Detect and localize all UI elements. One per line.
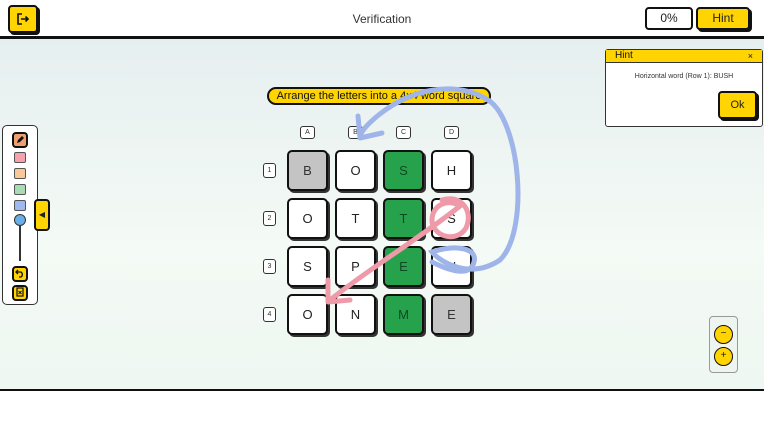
pencil-tool-button[interactable] <box>12 132 28 148</box>
top-bar: Verification 0% Hint <box>0 0 764 39</box>
ok-button[interactable]: Ok <box>718 91 757 119</box>
chevron-left-icon: ◀ <box>38 210 46 219</box>
letter-tile[interactable]: U <box>431 246 472 287</box>
letter-tile[interactable]: O <box>335 150 376 191</box>
toolbox-collapse-button[interactable]: ◀ <box>34 199 50 231</box>
row-label-3: 3 <box>263 259 276 274</box>
column-label-b: B <box>348 126 363 139</box>
letter-tile[interactable]: T <box>335 198 376 239</box>
letter-tile[interactable]: S <box>287 246 328 287</box>
swatch-green[interactable] <box>14 184 26 195</box>
column-label-d: D <box>444 126 459 139</box>
letter-tile[interactable]: O <box>287 294 328 335</box>
hint-panel: Hint × Horizontal word (Row 1): BUSH Ok <box>605 49 763 127</box>
undo-button[interactable] <box>12 266 28 282</box>
swatch-orange[interactable] <box>14 168 26 179</box>
letter-tile[interactable]: O <box>287 198 328 239</box>
hint-button[interactable]: Hint <box>696 7 750 30</box>
column-label-a: A <box>300 126 315 139</box>
letter-tile[interactable]: H <box>431 150 472 191</box>
close-icon[interactable]: × <box>747 51 753 61</box>
zoom-controls: − + <box>709 316 738 373</box>
clear-icon <box>16 287 24 297</box>
hint-text: Horizontal word (Row 1): BUSH <box>634 73 734 80</box>
exit-icon <box>17 13 30 25</box>
row-label-1: 1 <box>263 163 276 178</box>
letter-tile[interactable]: S <box>431 198 472 239</box>
row-label-4: 4 <box>263 307 276 322</box>
letter-tile[interactable]: E <box>383 246 424 287</box>
hint-panel-title: Hint <box>615 50 633 61</box>
exit-button[interactable] <box>8 5 38 33</box>
swatch-blue[interactable] <box>14 200 26 211</box>
undo-icon <box>15 269 23 278</box>
pencil-icon <box>17 136 24 143</box>
progress-indicator: 0% <box>645 7 693 30</box>
letter-tile[interactable]: P <box>335 246 376 287</box>
letter-tile[interactable]: M <box>383 294 424 335</box>
drawing-toolbox <box>2 125 38 305</box>
row-label-2: 2 <box>263 211 276 226</box>
letter-tile[interactable]: B <box>287 150 328 191</box>
letter-tile[interactable]: E <box>431 294 472 335</box>
page-title: Verification <box>352 12 412 26</box>
column-label-c: C <box>396 126 411 139</box>
instruction-banner: Arrange the letters into a 4x4 word squa… <box>267 87 491 105</box>
letter-tile[interactable]: N <box>335 294 376 335</box>
hint-panel-header: Hint × <box>606 50 762 63</box>
brush-size-track <box>19 221 21 261</box>
clear-button[interactable] <box>12 285 28 301</box>
letter-tile[interactable]: T <box>383 198 424 239</box>
brush-size-slider[interactable] <box>14 214 26 226</box>
swatch-pink[interactable] <box>14 152 26 163</box>
letter-tile[interactable]: S <box>383 150 424 191</box>
zoom-in-button[interactable]: + <box>714 347 733 366</box>
zoom-out-button[interactable]: − <box>714 325 733 344</box>
